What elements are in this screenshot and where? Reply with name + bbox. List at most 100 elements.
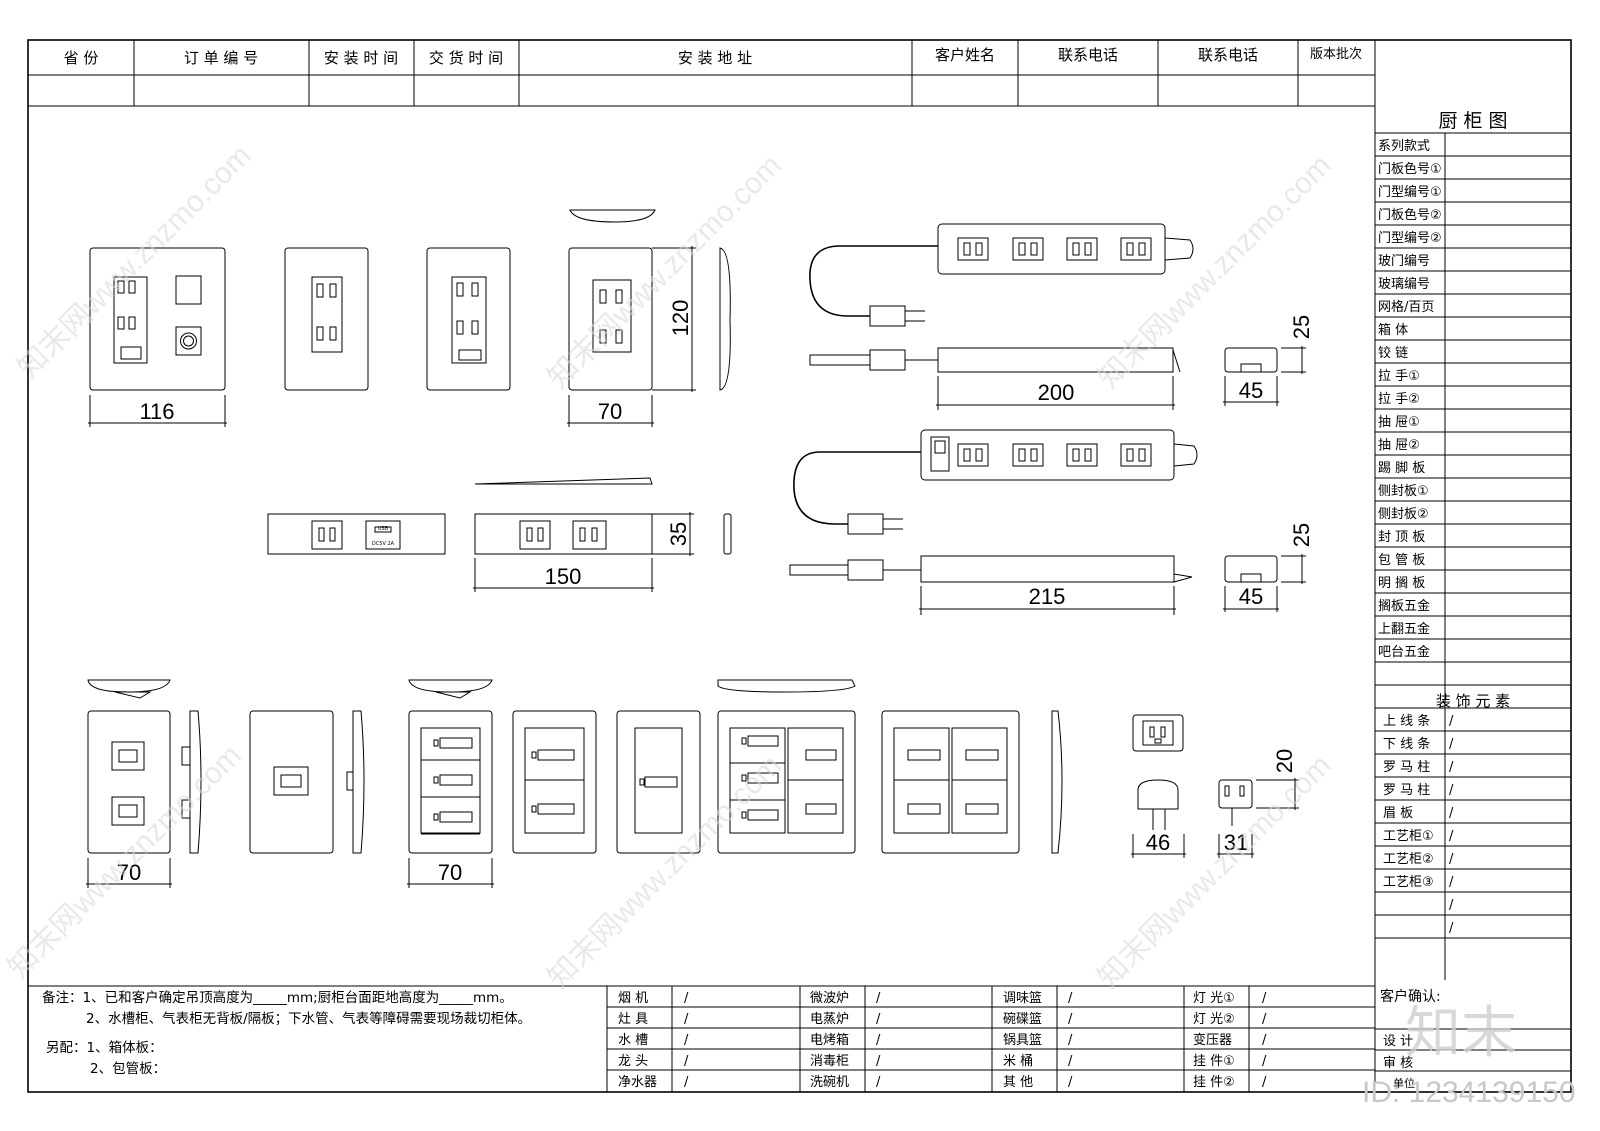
review-label: 审 核	[1383, 1056, 1413, 1071]
appliance-label: 灶 具	[618, 1012, 648, 1027]
appliance-slash: /	[1262, 1033, 1267, 1048]
dim-45-b: 45	[1239, 584, 1263, 609]
plug-adapter	[1132, 714, 1184, 752]
watermark-brand: 知末	[1405, 1001, 1517, 1066]
decor-slash: /	[1449, 875, 1454, 890]
side-row-label: 玻门编号	[1378, 254, 1430, 269]
side-row-label: 侧封板①	[1378, 484, 1429, 499]
dim-25-a: 25	[1289, 315, 1314, 339]
strip-socket	[1066, 237, 1098, 261]
appliance-slash: /	[876, 991, 881, 1006]
dim-25-b: 25	[1289, 523, 1314, 547]
decor-row-label: 眉 板	[1383, 806, 1413, 821]
appliance-slash: /	[1068, 991, 1073, 1006]
appliance-label: 挂 件①	[1193, 1054, 1235, 1069]
appliance-slash: /	[876, 1075, 881, 1090]
note-line-1: 备注：1、已和客户确定吊顶高度为_____mm;厨柜台面距地高度为_____mm…	[42, 989, 513, 1006]
watermark-id: ID: 1234139150	[1362, 1076, 1576, 1109]
strip-socket	[1120, 443, 1152, 467]
sheet-border	[27, 39, 1572, 1093]
decor-row-label: 工艺柜②	[1383, 852, 1434, 867]
watermark-text: 知末网www.znzmo.com	[12, 139, 258, 385]
side-row-label: 箱 体	[1378, 322, 1408, 338]
side-row-label: 吧台五金	[1378, 644, 1430, 660]
appliance-label: 水 槽	[618, 1033, 648, 1048]
dim-116: 116	[139, 399, 174, 424]
appliance-slash: /	[1262, 991, 1267, 1006]
switch-plate-2gang	[512, 710, 597, 854]
appliance-slash: /	[1262, 1075, 1267, 1090]
strip-socket	[1120, 237, 1152, 261]
decor-slash: /	[1449, 829, 1454, 844]
appliance-slash: /	[876, 1054, 881, 1069]
appliance-label: 挂 件②	[1193, 1075, 1235, 1090]
appliance-slash: /	[684, 991, 689, 1006]
appliance-slash: /	[684, 1012, 689, 1027]
decor-row-label: 罗 马 柱	[1383, 760, 1430, 775]
decor-slash: /	[1449, 737, 1454, 752]
appliance-label: 变压器	[1193, 1032, 1232, 1048]
dim-35: 35	[666, 522, 691, 546]
header-province: 省 份	[64, 49, 99, 67]
appliance-label: 龙 头	[618, 1054, 648, 1069]
header-install-time: 安 装 时 间	[324, 49, 398, 67]
watermark-text: 知末网www.znzmo.com	[542, 749, 788, 995]
switch-plate-5gang	[717, 710, 856, 854]
appliance-label: 洗碗机	[810, 1074, 849, 1090]
decor-row-label: 上 线 条	[1383, 713, 1430, 729]
appliance-label: 碗碟篮	[1003, 1011, 1042, 1027]
side-row-label: 拉 手②	[1378, 392, 1420, 407]
side-row-label: 门型编号②	[1378, 231, 1442, 246]
outlet-plate-duplex-2	[426, 247, 511, 391]
plug-46	[1137, 779, 1179, 810]
usb-spec: DC5V 2A	[372, 541, 395, 547]
strip-socket	[1012, 237, 1044, 261]
side-row-label: 系列款式	[1378, 139, 1430, 154]
appliance-slash: /	[1068, 1012, 1073, 1027]
outlet-plate-70	[568, 247, 653, 391]
dim-200: 200	[1038, 380, 1075, 405]
outlet-plate-116	[89, 247, 226, 391]
decor-row-label: 罗 马 柱	[1383, 783, 1430, 798]
dim-46: 46	[1146, 830, 1170, 855]
side-row-label: 拉 手①	[1378, 369, 1420, 384]
decor-row-label: 下 线 条	[1383, 736, 1430, 752]
side-row-label: 抽 屉①	[1378, 415, 1420, 430]
appliance-label: 灯 光①	[1193, 991, 1235, 1006]
appliance-label: 烟 机	[618, 991, 648, 1006]
dim-215: 215	[1029, 584, 1066, 609]
appliance-slash: /	[1068, 1033, 1073, 1048]
dim-150: 150	[545, 564, 582, 589]
side-row-label: 包 管 板	[1378, 553, 1425, 568]
watermark-text: 知末网www.znzmo.com	[1092, 149, 1338, 395]
appliance-slash: /	[684, 1054, 689, 1069]
header-phone-2: 联系电话	[1198, 46, 1258, 64]
side-row-label: 上翻五金	[1378, 621, 1430, 637]
appliance-label: 其 他	[1003, 1075, 1033, 1090]
appliance-slash: /	[684, 1075, 689, 1090]
strip-socket	[1012, 443, 1044, 467]
switch-plate-triple	[408, 710, 493, 854]
strip-socket	[1066, 443, 1098, 467]
header-customer-name: 客户姓名	[935, 46, 995, 64]
appliance-label: 电蒸炉	[810, 1012, 849, 1027]
appliance-label: 电烤箱	[810, 1032, 849, 1048]
switch-plate-1gang	[616, 710, 701, 854]
side-row-label: 门型编号①	[1378, 185, 1442, 200]
watermark-text: 知末网www.znzmo.com	[1092, 749, 1338, 995]
strip-socket	[957, 443, 989, 467]
appliance-slash: /	[876, 1012, 881, 1027]
decor-slash: /	[1449, 760, 1454, 775]
dim-120: 120	[668, 300, 693, 337]
decor-slash: /	[1449, 714, 1454, 729]
switch-plate-4gang	[881, 710, 1020, 854]
decor-title: 装 饰 元 素	[1436, 692, 1510, 710]
bottom-table: 备注：1、已和客户确定吊顶高度为_____mm;厨柜台面距地高度为_____mm…	[28, 985, 1375, 1092]
strip-socket	[957, 237, 989, 261]
power-strip-215	[920, 429, 1175, 481]
side-row-label: 封 顶 板	[1378, 530, 1425, 545]
side-title: 厨 柜 图	[1438, 110, 1507, 132]
watermark-layer: 知末网www.znzmo.com 知末网www.znzmo.com 知末网www…	[2, 139, 1576, 1109]
appliance-slash: /	[1262, 1012, 1267, 1027]
